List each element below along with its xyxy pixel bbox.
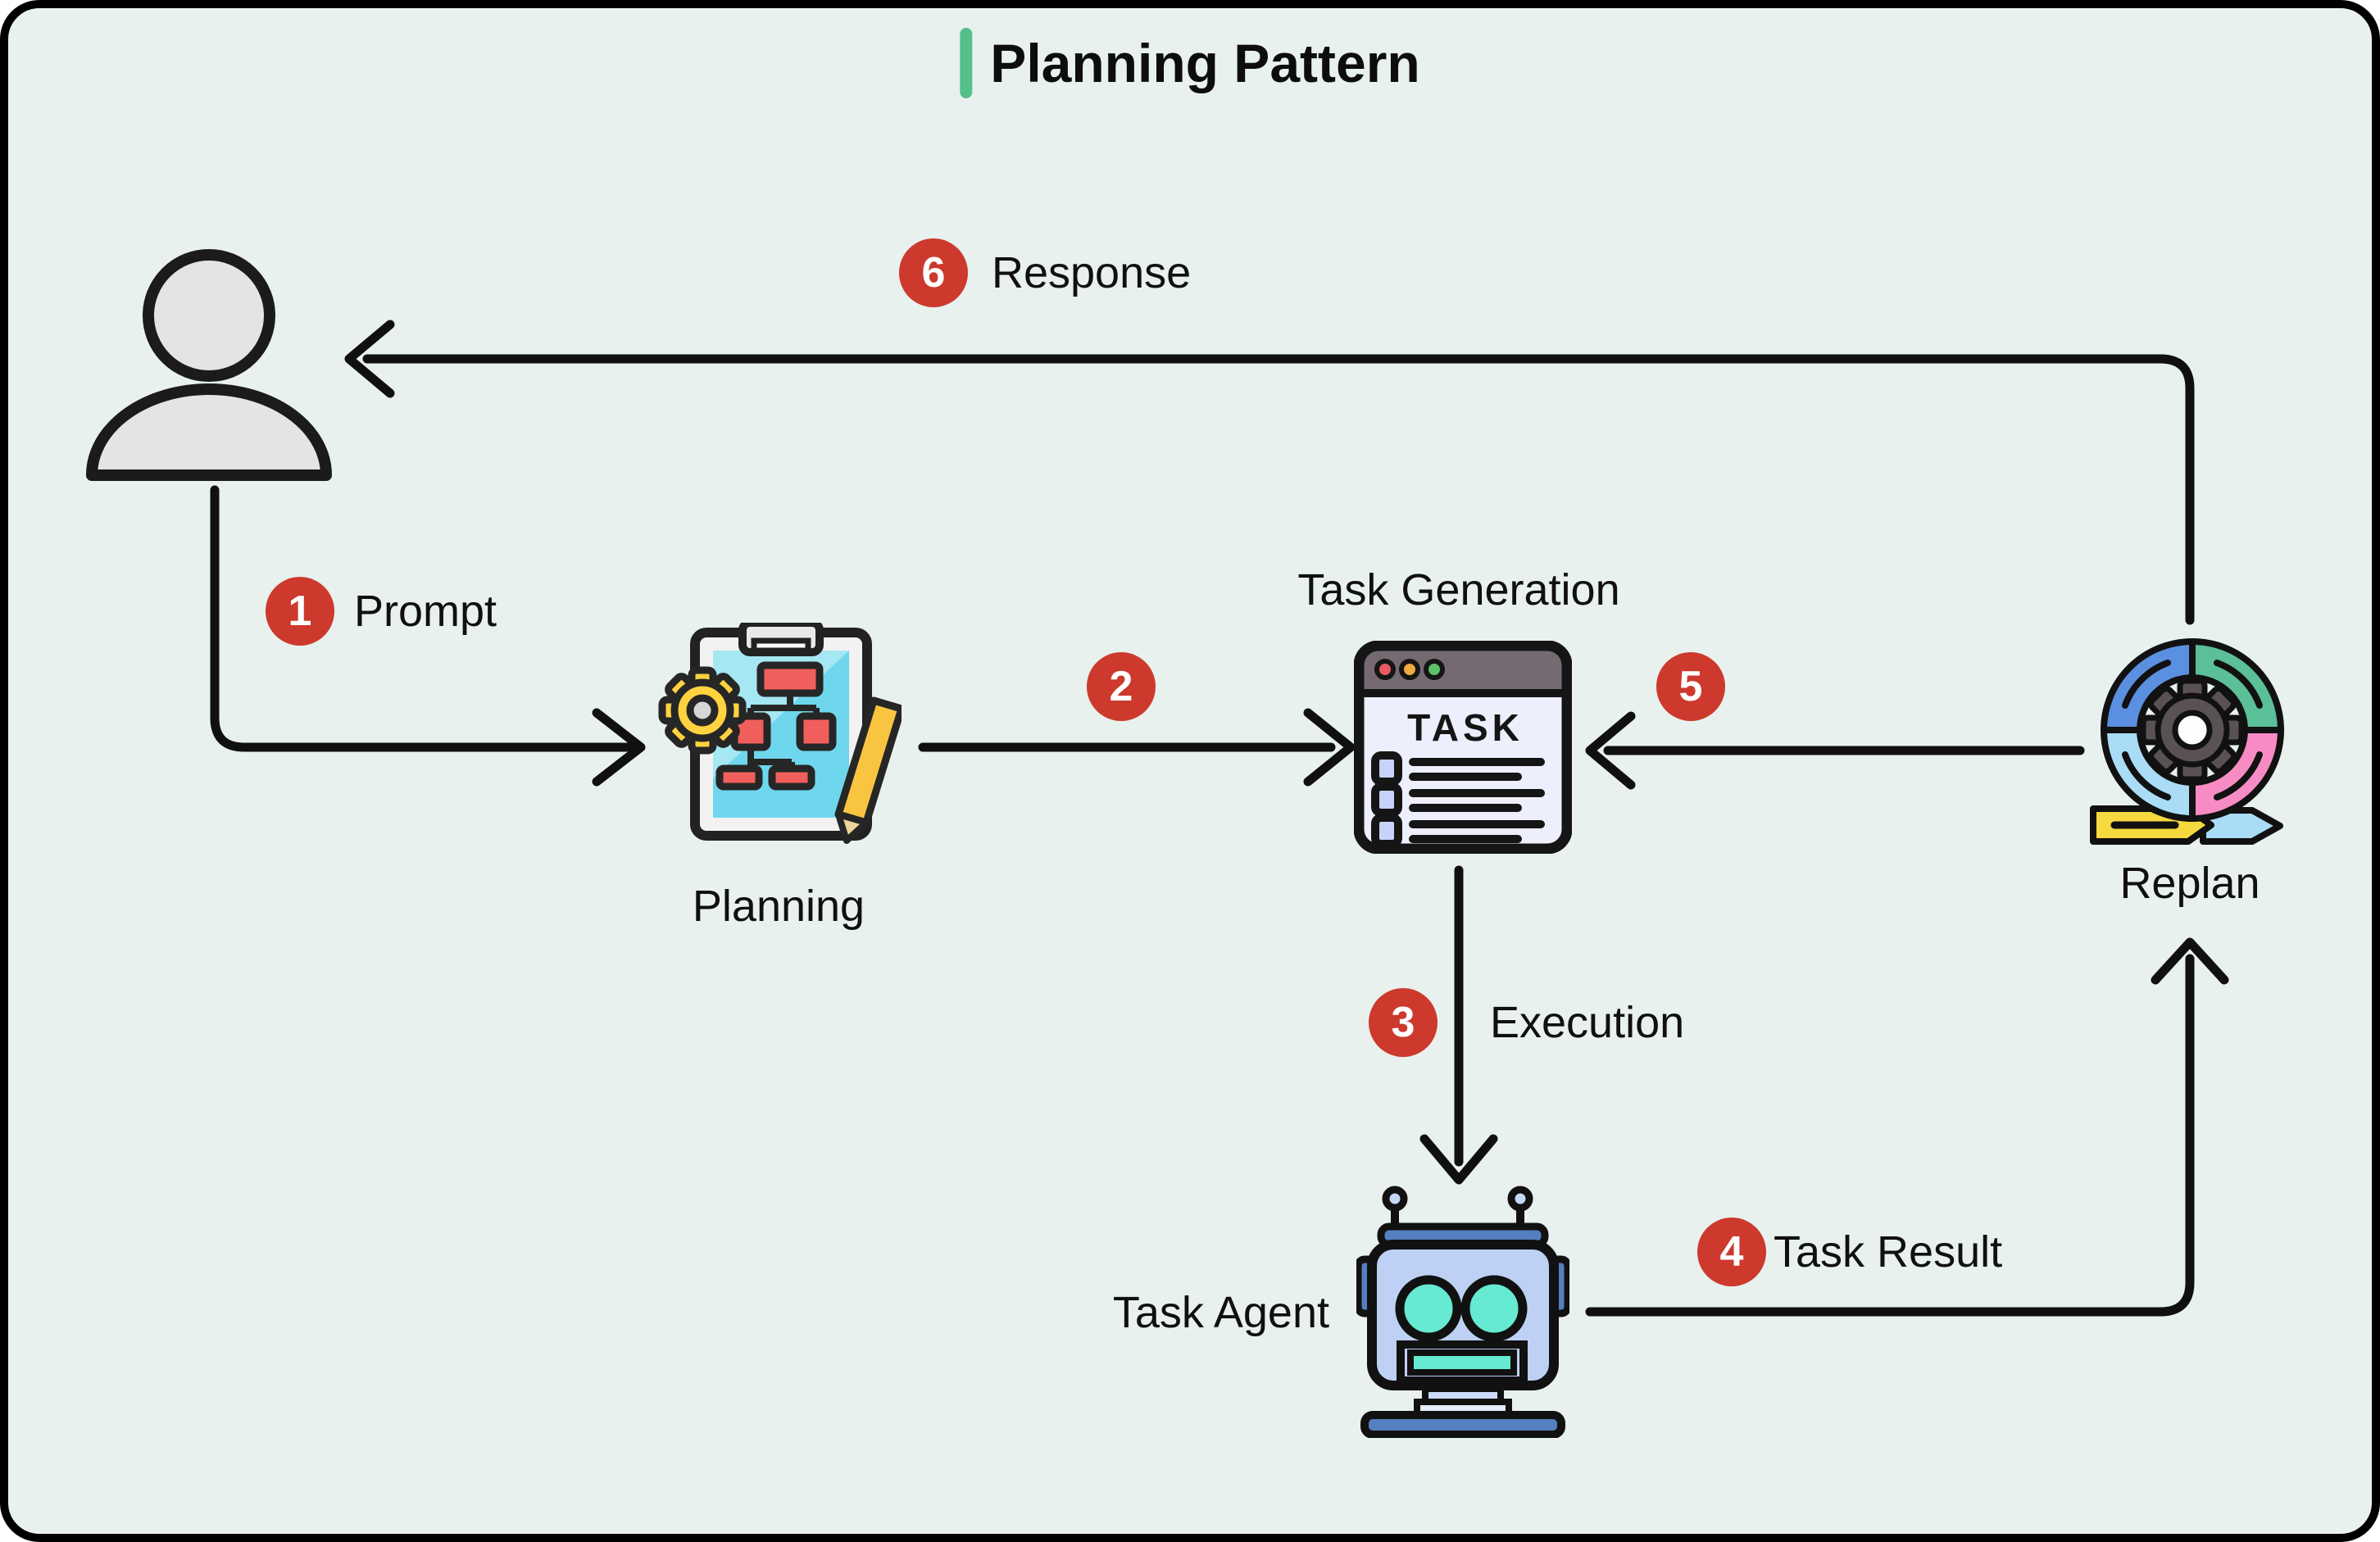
step-badge-1: 1	[266, 577, 334, 646]
step-label-task-result: Task Result	[1774, 1227, 2003, 1277]
step-badge-5: 5	[1656, 652, 1725, 721]
page-title-text: Planning Pattern	[990, 33, 1420, 93]
planning-label: Planning	[692, 882, 865, 931]
arrow-planning-to-taskgen	[918, 708, 1356, 787]
step-badge-4: 4	[1697, 1218, 1766, 1286]
planning-clipboard-icon	[658, 623, 902, 844]
arrow-prompt-user-to-planning	[210, 485, 646, 787]
task-window-icon: TASK	[1354, 641, 1572, 854]
arrow-replan-to-taskgen	[1585, 711, 2085, 790]
arrow-response-replan-to-user	[344, 320, 2195, 625]
task-generation-label: Task Generation	[1297, 565, 1620, 615]
page-title: Planning Pattern	[960, 28, 1420, 98]
title-accent-bar	[960, 28, 973, 98]
pencil-icon	[834, 696, 902, 844]
user-person-icon	[86, 249, 332, 481]
step-label-execution: Execution	[1490, 998, 1685, 1047]
task-agent-robot-icon	[1356, 1186, 1569, 1438]
step-label-response: Response	[992, 248, 1192, 297]
gear-icon	[2140, 678, 2245, 782]
step-badge-3: 3	[1369, 988, 1438, 1057]
task-agent-label: Task Agent	[1112, 1288, 1329, 1337]
replan-cycle-icon	[2090, 638, 2284, 845]
step-label-prompt: Prompt	[354, 587, 497, 636]
replan-label: Replan	[2119, 859, 2260, 908]
arrow-execution-taskgen-to-agent	[1419, 865, 1498, 1185]
task-window-text: TASK	[1407, 706, 1524, 749]
gear-icon	[658, 666, 747, 755]
step-badge-2: 2	[1087, 652, 1156, 721]
step-badge-6: 6	[899, 238, 968, 307]
arrow-taskresult-agent-to-replan	[1585, 937, 2229, 1317]
